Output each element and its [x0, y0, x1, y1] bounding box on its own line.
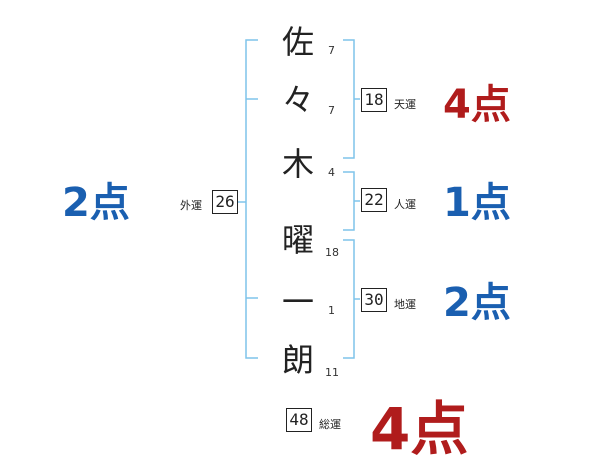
- name-char-5: 一: [281, 283, 314, 321]
- jinun-bracket: [343, 171, 355, 231]
- gaiun-value-box: 26: [212, 190, 238, 214]
- jinun-value-box: 22: [361, 188, 387, 212]
- jinun-score: 1点: [443, 180, 511, 226]
- tenun-score: 4点: [443, 82, 511, 128]
- souun-label: 総運: [319, 418, 341, 431]
- tenun-bracket: [343, 39, 355, 159]
- chiun-label: 地運: [394, 298, 416, 311]
- stroke-count-5: 1: [328, 304, 335, 317]
- name-char-3: 木: [281, 145, 314, 183]
- stroke-count-1: 7: [328, 44, 335, 57]
- souun-score: 4点: [370, 395, 469, 463]
- stroke-count-4: 18: [325, 246, 339, 259]
- chiun-score: 2点: [443, 280, 511, 326]
- gaiun-label: 外運: [180, 199, 202, 212]
- gaiun-score: 2点: [62, 180, 130, 226]
- tenun-value-box: 18: [361, 88, 387, 112]
- name-char-6: 朗: [281, 341, 314, 379]
- name-char-4: 曜: [281, 221, 314, 259]
- stroke-count-2: 7: [328, 104, 335, 117]
- name-char-2: 々: [281, 81, 314, 119]
- stroke-count-3: 4: [328, 166, 335, 179]
- chiun-bracket: [343, 239, 355, 359]
- stroke-count-6: 11: [325, 366, 339, 379]
- jinun-label: 人運: [394, 198, 416, 211]
- tenun-label: 天運: [394, 98, 416, 111]
- chiun-value-box: 30: [361, 288, 387, 312]
- gaiun-bracket: [245, 39, 258, 359]
- name-char-1: 佐: [281, 23, 314, 61]
- souun-value-box: 48: [286, 408, 312, 432]
